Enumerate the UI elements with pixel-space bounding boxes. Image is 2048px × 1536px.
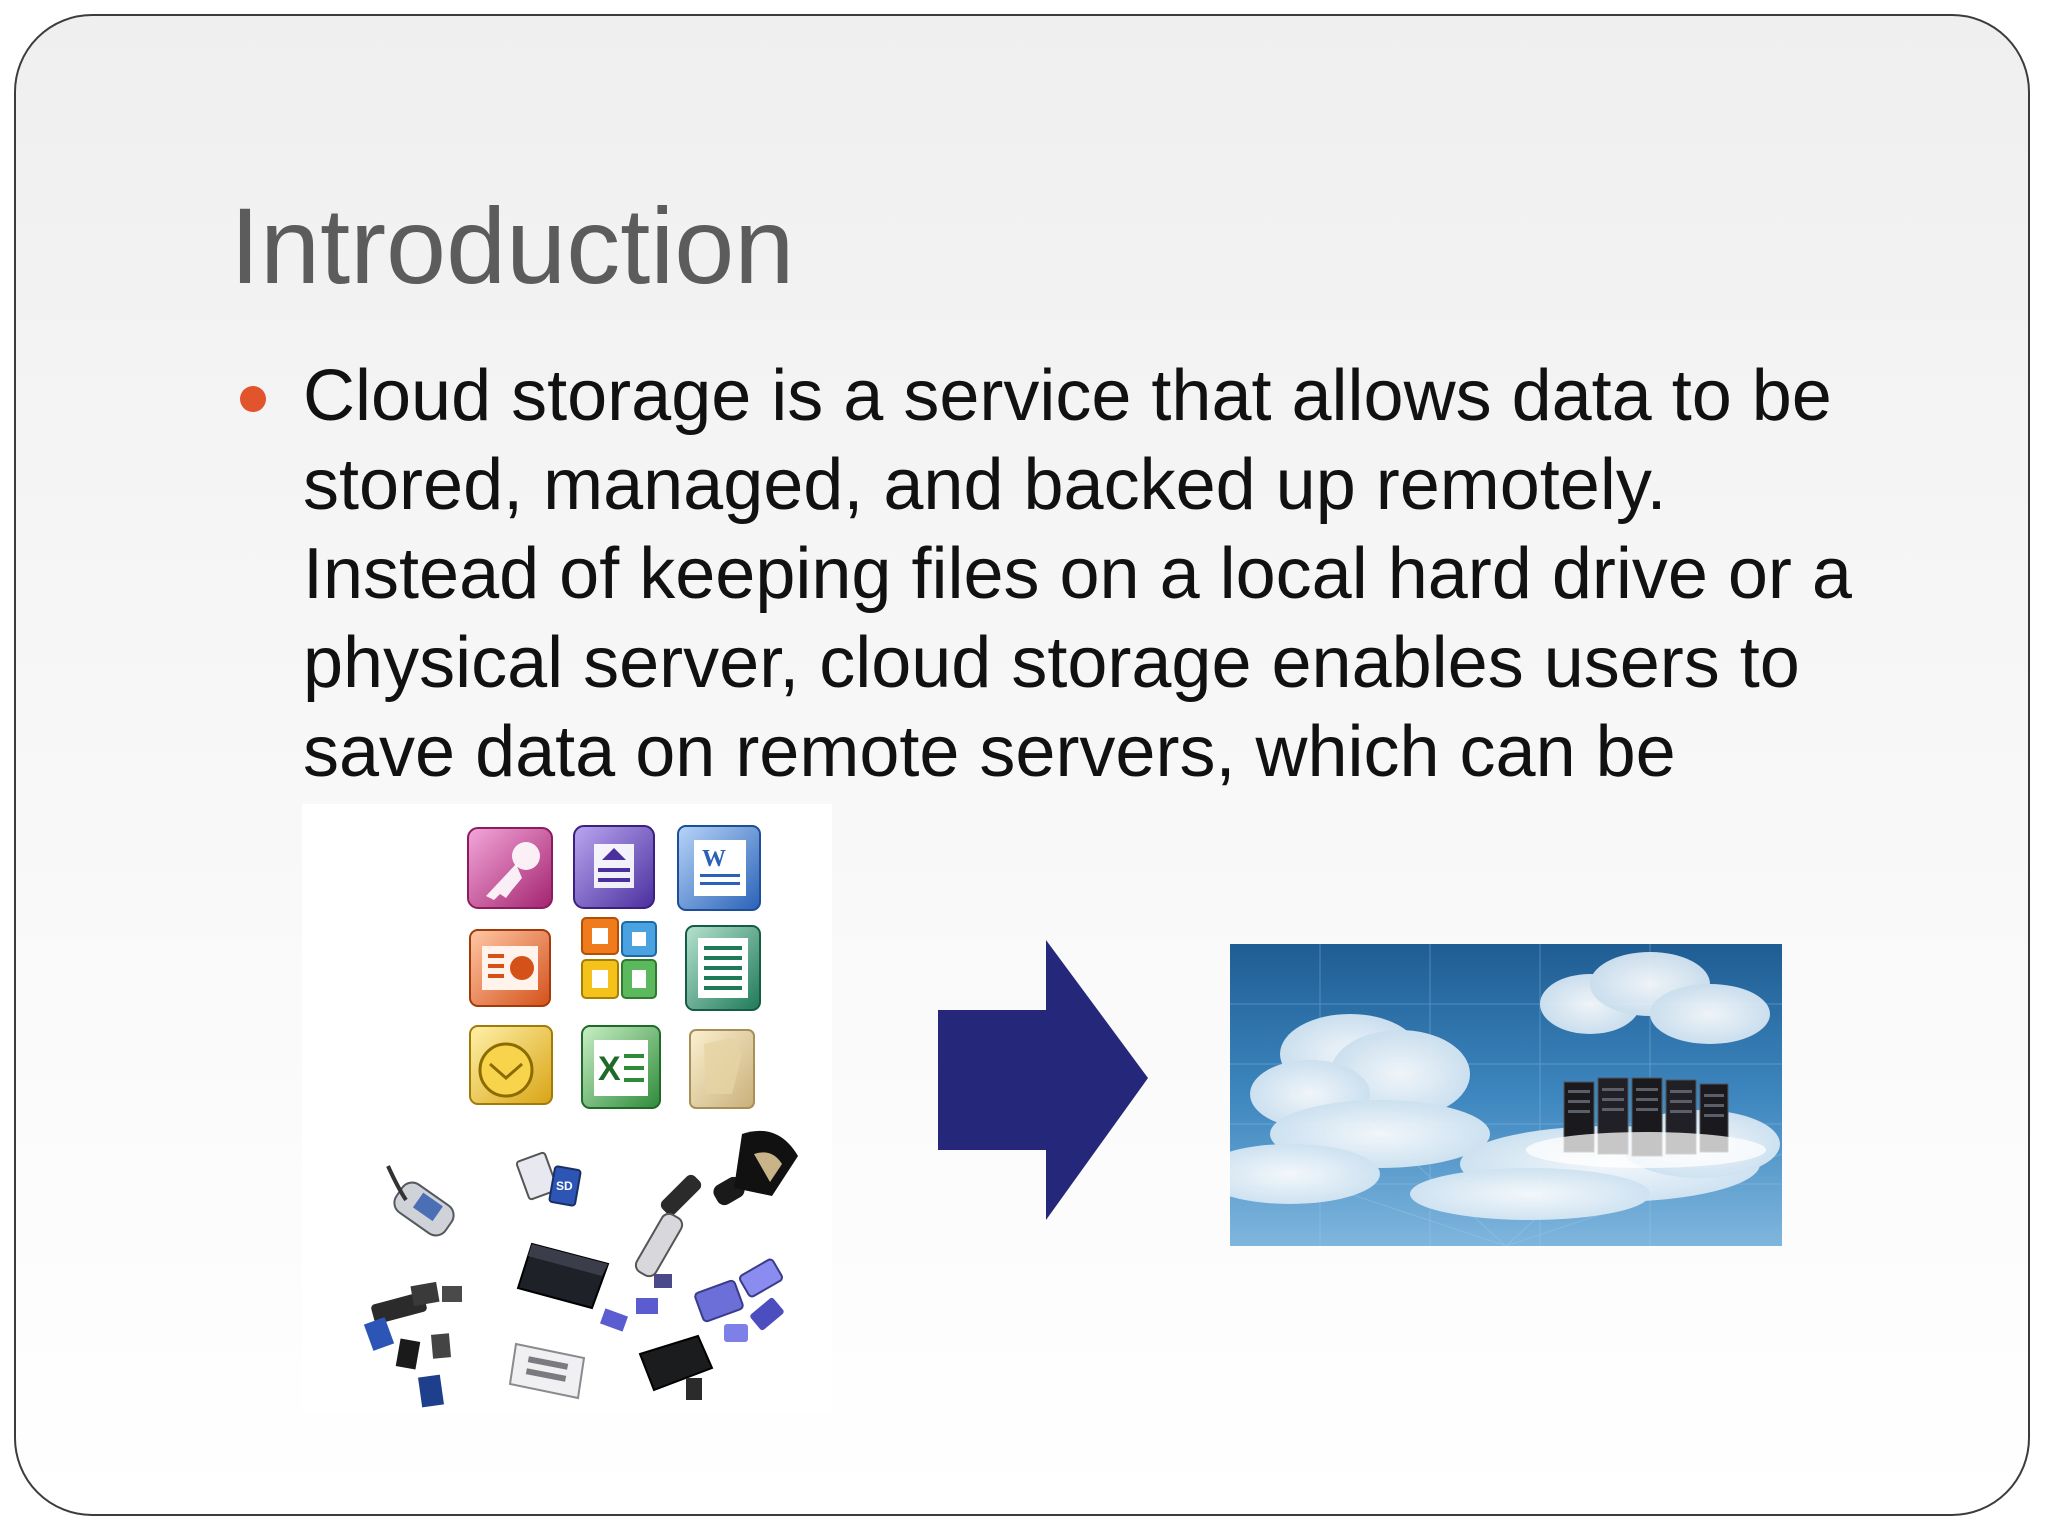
bullet-item: Cloud storage is a service that allows d…: [230, 352, 1930, 797]
svg-text:W: W: [702, 846, 726, 872]
outlook-icon: [469, 1025, 553, 1105]
card-reader-icon: [363, 1281, 462, 1408]
right-arrow-icon: [938, 940, 1158, 1235]
svg-text:SD: SD: [556, 1179, 573, 1193]
sd-card-icon: SD: [515, 1151, 582, 1207]
usb-stick-icon: [660, 1130, 798, 1216]
slide: Introduction Cloud storage is a service …: [14, 14, 2030, 1516]
card-reader-icon: [638, 1334, 714, 1400]
cloud-servers-photo: [1200, 944, 1783, 1247]
bullet-text: Cloud storage is a service that allows d…: [303, 352, 1930, 797]
word-icon: W: [677, 825, 761, 911]
excel-icon: X: [581, 1025, 661, 1109]
folder-icon: [689, 1029, 755, 1109]
publisher-icon: [685, 925, 761, 1011]
bullet-dot-icon: [240, 386, 266, 412]
bullet-line: save data on remote servers, which can b…: [303, 712, 1676, 792]
office-logo-icon: [581, 917, 657, 999]
access-icon: [467, 827, 553, 909]
card-reader-icon: [386, 1165, 455, 1237]
slide-title: Introduction: [230, 185, 795, 306]
illustration: W: [302, 804, 1783, 1414]
office-files-image: W: [302, 804, 832, 1414]
infopath-icon: [573, 825, 655, 909]
bullet-line: Instead of keeping files on a local hard…: [303, 534, 1852, 614]
usb-stick-icon: [634, 1212, 684, 1288]
bullet-line: physical server, cloud storage enables u…: [303, 623, 1800, 703]
bullet-line: stored, managed, and backed up remotely.: [303, 445, 1667, 525]
powerpoint-icon: [469, 929, 551, 1007]
external-drive-icon: [516, 1242, 610, 1310]
bullet-line: Cloud storage is a service that allows d…: [303, 356, 1832, 436]
card-reader-icon: [508, 1342, 586, 1400]
storage-devices-image: SD: [363, 1130, 798, 1408]
sd-card-icon: [599, 1258, 784, 1342]
svg-text:X: X: [598, 1050, 621, 1088]
